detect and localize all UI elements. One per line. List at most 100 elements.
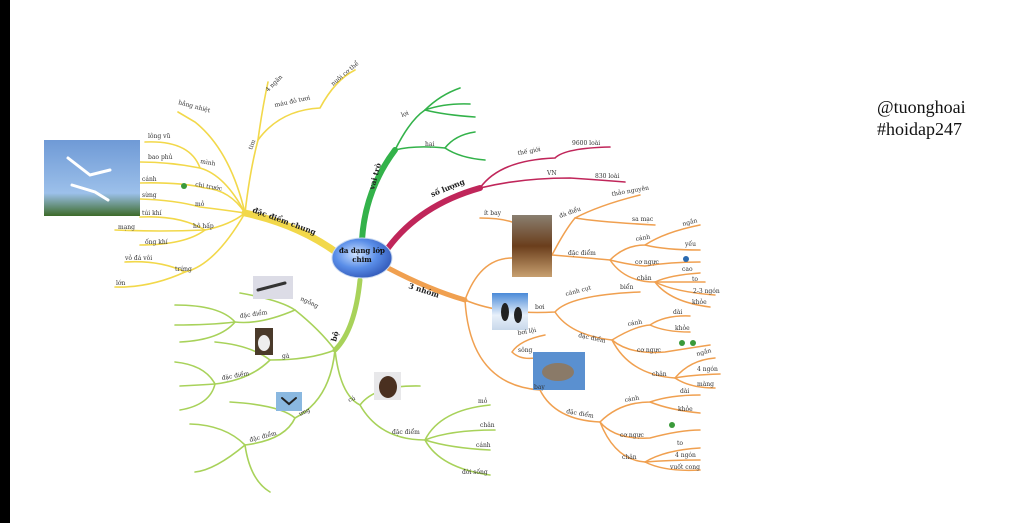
leaf-label: đặc điểm: [578, 332, 607, 345]
leaf-label: yếu: [684, 241, 696, 248]
leaf-label: hại: [425, 141, 434, 148]
center-label: đa dạng lớp chim: [339, 246, 385, 264]
leaf-icon: [679, 340, 685, 346]
leaf-label: bơi lội: [517, 327, 537, 337]
yellow-leaf-labels: hằng nhiệt tim 4 ngăn máu đỏ tươi nuôi c…: [116, 60, 361, 287]
leaf-icon: [181, 183, 187, 189]
leaf-label: lông vũ: [148, 133, 171, 140]
branch-dac-diem-chung: [114, 69, 356, 288]
leaf-label: hô hấp: [193, 223, 214, 230]
leaf-label: màng: [697, 381, 714, 388]
leaf-label: cánh: [624, 395, 640, 404]
orange-leaf-labels: ít bay đà điểu thảo nguyên sa mạc đặc đi…: [484, 184, 720, 471]
penguin-silhouette: [501, 303, 509, 321]
branch-bo: [174, 277, 496, 493]
center-node[interactable]: [331, 237, 393, 279]
leaf-label: ngắn: [696, 347, 713, 358]
leaf-label: máu đỏ tươi: [274, 95, 311, 109]
watermark-hashtag: #hoidap247: [877, 119, 962, 139]
leaf-label: ngắn: [682, 217, 699, 228]
leaf-label: 2-3 ngón: [693, 288, 720, 295]
leaf-label: mỏ: [478, 398, 488, 405]
leaf-label: cánh: [627, 319, 643, 328]
crane-image: [44, 140, 140, 216]
leaf-label: vuốt cong: [669, 464, 700, 471]
leaf-label: sừng: [142, 192, 157, 199]
leaf-label: cánh cụt: [565, 284, 593, 298]
leaf-label: đặc điểm: [221, 370, 250, 382]
goose-silhouette: [256, 281, 287, 292]
leaf-label: khỏe: [678, 406, 693, 413]
left-black-border: [0, 0, 10, 523]
label-dac-diem-chung: đặc điểm chung: [251, 205, 318, 237]
leaf-label: cú: [347, 395, 356, 404]
leaf-label: tim: [247, 139, 257, 151]
leaf-label: chi trước: [195, 181, 224, 193]
leaf-label: trứng: [175, 266, 192, 273]
owl-silhouette: [379, 376, 397, 398]
leaf-label: ưng: [298, 407, 312, 418]
leaf-label: đặc điểm: [392, 429, 420, 436]
leaf-label: 4 ngón: [675, 452, 696, 459]
watermark-author: @tuonghoai: [877, 97, 966, 117]
leaf-label: lợi: [400, 110, 409, 119]
leaf-label: 830 loài: [595, 173, 619, 180]
leaf-label: nuôi cơ thể: [330, 60, 361, 87]
hawk-image: [276, 392, 302, 411]
leaf-label: sa mạc: [632, 216, 654, 223]
leaf-label: to: [692, 276, 698, 283]
leaf-label: bơi: [535, 304, 544, 311]
branch-3-nhom: [385, 194, 721, 472]
leaf-label: đời sống: [462, 469, 488, 476]
leaf-label: dài: [673, 309, 682, 316]
leaf-label: thảo nguyên: [611, 184, 650, 197]
eagle-silhouette: [542, 363, 574, 381]
leaf-label: vỏ đá vôi: [124, 255, 152, 262]
branch-vai-tro: [359, 87, 486, 243]
leaf-label: cơ ngực: [635, 259, 659, 266]
leaf-label: khỏe: [692, 299, 707, 306]
hawk-silhouette: [281, 397, 297, 406]
leaf-label: thế giới: [517, 146, 541, 157]
leaf-label: cơ ngực: [637, 347, 661, 354]
leaf-label: bay: [534, 384, 545, 391]
leaf-label: túi khí: [142, 210, 162, 217]
lightgreen-leaf-labels: ngỗng đặc điểm gà đặc điểm ưng đặc điểm …: [221, 295, 495, 476]
leaf-label: ống khí: [145, 239, 168, 246]
leaf-label: đặc điểm: [568, 250, 596, 257]
leaf-label: mình: [200, 158, 216, 168]
leaf-label: gà: [282, 353, 290, 360]
leaf-label: lớn: [116, 280, 126, 287]
leaf-label: cơ ngực: [620, 432, 644, 439]
leaf-label: cánh: [476, 442, 491, 449]
leaf-label: to: [677, 440, 683, 447]
rooster-silhouette: [258, 335, 270, 351]
leaf-label: khỏe: [675, 325, 690, 332]
leaf-label: mạng: [118, 224, 135, 231]
leaf-label: sông: [518, 347, 533, 354]
leaf-label: 4 ngón: [697, 366, 718, 373]
leaf-label: đặc điểm: [566, 408, 595, 420]
crane-silhouette: [66, 156, 112, 202]
leaf-label: VN: [546, 170, 557, 177]
leaf-label: 9600 loài: [572, 140, 600, 147]
leaf-label: cánh: [635, 234, 651, 243]
leaf-icon: [690, 340, 696, 346]
ostrich-image: [512, 215, 552, 277]
leaf-icon: [683, 256, 689, 262]
leaf-label: đà điểu: [558, 206, 582, 220]
penguin-silhouette: [514, 307, 522, 323]
branch-so-luong: [385, 146, 626, 251]
leaf-label: cao: [682, 266, 693, 273]
leaf-label: mỏ: [195, 201, 205, 208]
leaf-label: đặc điểm: [239, 309, 268, 320]
leaf-label: ít bay: [484, 210, 502, 217]
leaf-label: bao phủ: [148, 154, 173, 161]
leaf-label: chân: [652, 371, 667, 378]
penguin-image: [492, 293, 528, 330]
leaf-label: dài: [680, 388, 689, 395]
leaf-label: ngỗng: [299, 295, 320, 310]
leaf-label: biển: [620, 284, 633, 291]
leaf-label: cánh: [142, 176, 157, 183]
